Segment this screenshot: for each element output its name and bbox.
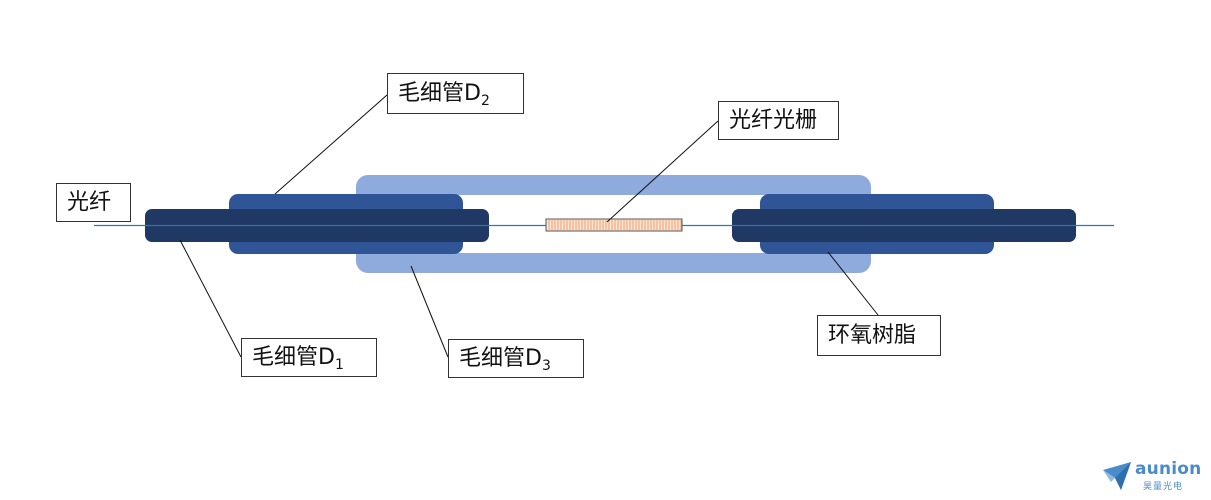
logo-chinese-name: 昊量光电 (1143, 482, 1184, 492)
logo-wordmark: aunion (1135, 459, 1202, 479)
paper-plane-icon (1103, 462, 1131, 490)
capillary-d1-label: 毛细管D1 (241, 338, 377, 377)
fiber-grating-label: 光纤光栅 (718, 101, 839, 140)
leader-line-d2 (274, 94, 388, 195)
aunion-logo: aunion 昊量光电 (1101, 458, 1201, 494)
fiber-grating (545, 218, 683, 232)
leader-line-d1 (179, 239, 242, 358)
fiber-label: 光纤 (56, 183, 131, 222)
capillary-d2-label: 毛细管D2 (387, 73, 524, 114)
leader-line-epoxy (827, 251, 879, 316)
leader-line-d3 (410, 265, 449, 358)
epoxy-label: 环氧树脂 (817, 315, 941, 356)
capillary-d3-label: 毛细管D3 (448, 339, 584, 378)
leader-line-fbg (606, 120, 719, 223)
